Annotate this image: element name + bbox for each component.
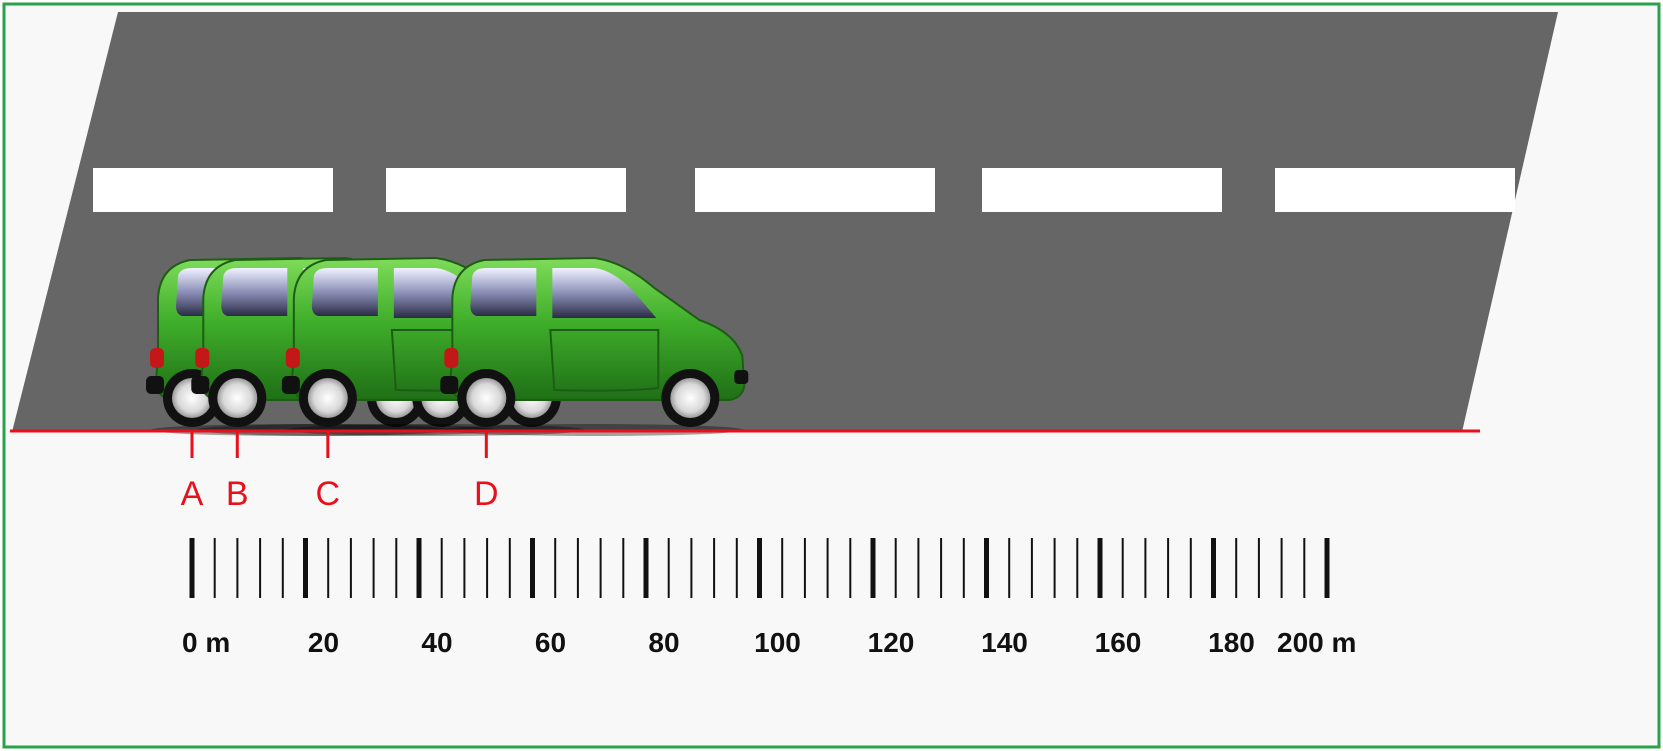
marker-label-d: D bbox=[474, 475, 499, 513]
scale-label: 180 bbox=[1208, 627, 1255, 658]
lane-dash bbox=[386, 168, 626, 212]
lane-markings bbox=[93, 168, 1515, 212]
marker-label-b: B bbox=[226, 475, 249, 513]
lane-dash bbox=[982, 168, 1222, 212]
marker-label-a: A bbox=[181, 475, 204, 513]
scale-label: 40 bbox=[421, 627, 452, 658]
marker-label-c: C bbox=[316, 475, 341, 513]
scale-label: 120 bbox=[868, 627, 915, 658]
scale-label: 80 bbox=[648, 627, 679, 658]
scale-label: 160 bbox=[1095, 627, 1142, 658]
scale-label: 0 m bbox=[182, 627, 230, 658]
scale-label: 20 bbox=[308, 627, 339, 658]
scale-label: 100 bbox=[754, 627, 801, 658]
scale-label: 140 bbox=[981, 627, 1028, 658]
lane-dash bbox=[1275, 168, 1515, 212]
scale-label: 60 bbox=[535, 627, 566, 658]
lane-dash bbox=[93, 168, 333, 212]
scale-label: 200 m bbox=[1277, 627, 1356, 658]
distance-scale: 0 m 20 40 60 80 100 120 140 160 180 200 m bbox=[182, 538, 1356, 658]
lane-dash bbox=[695, 168, 935, 212]
